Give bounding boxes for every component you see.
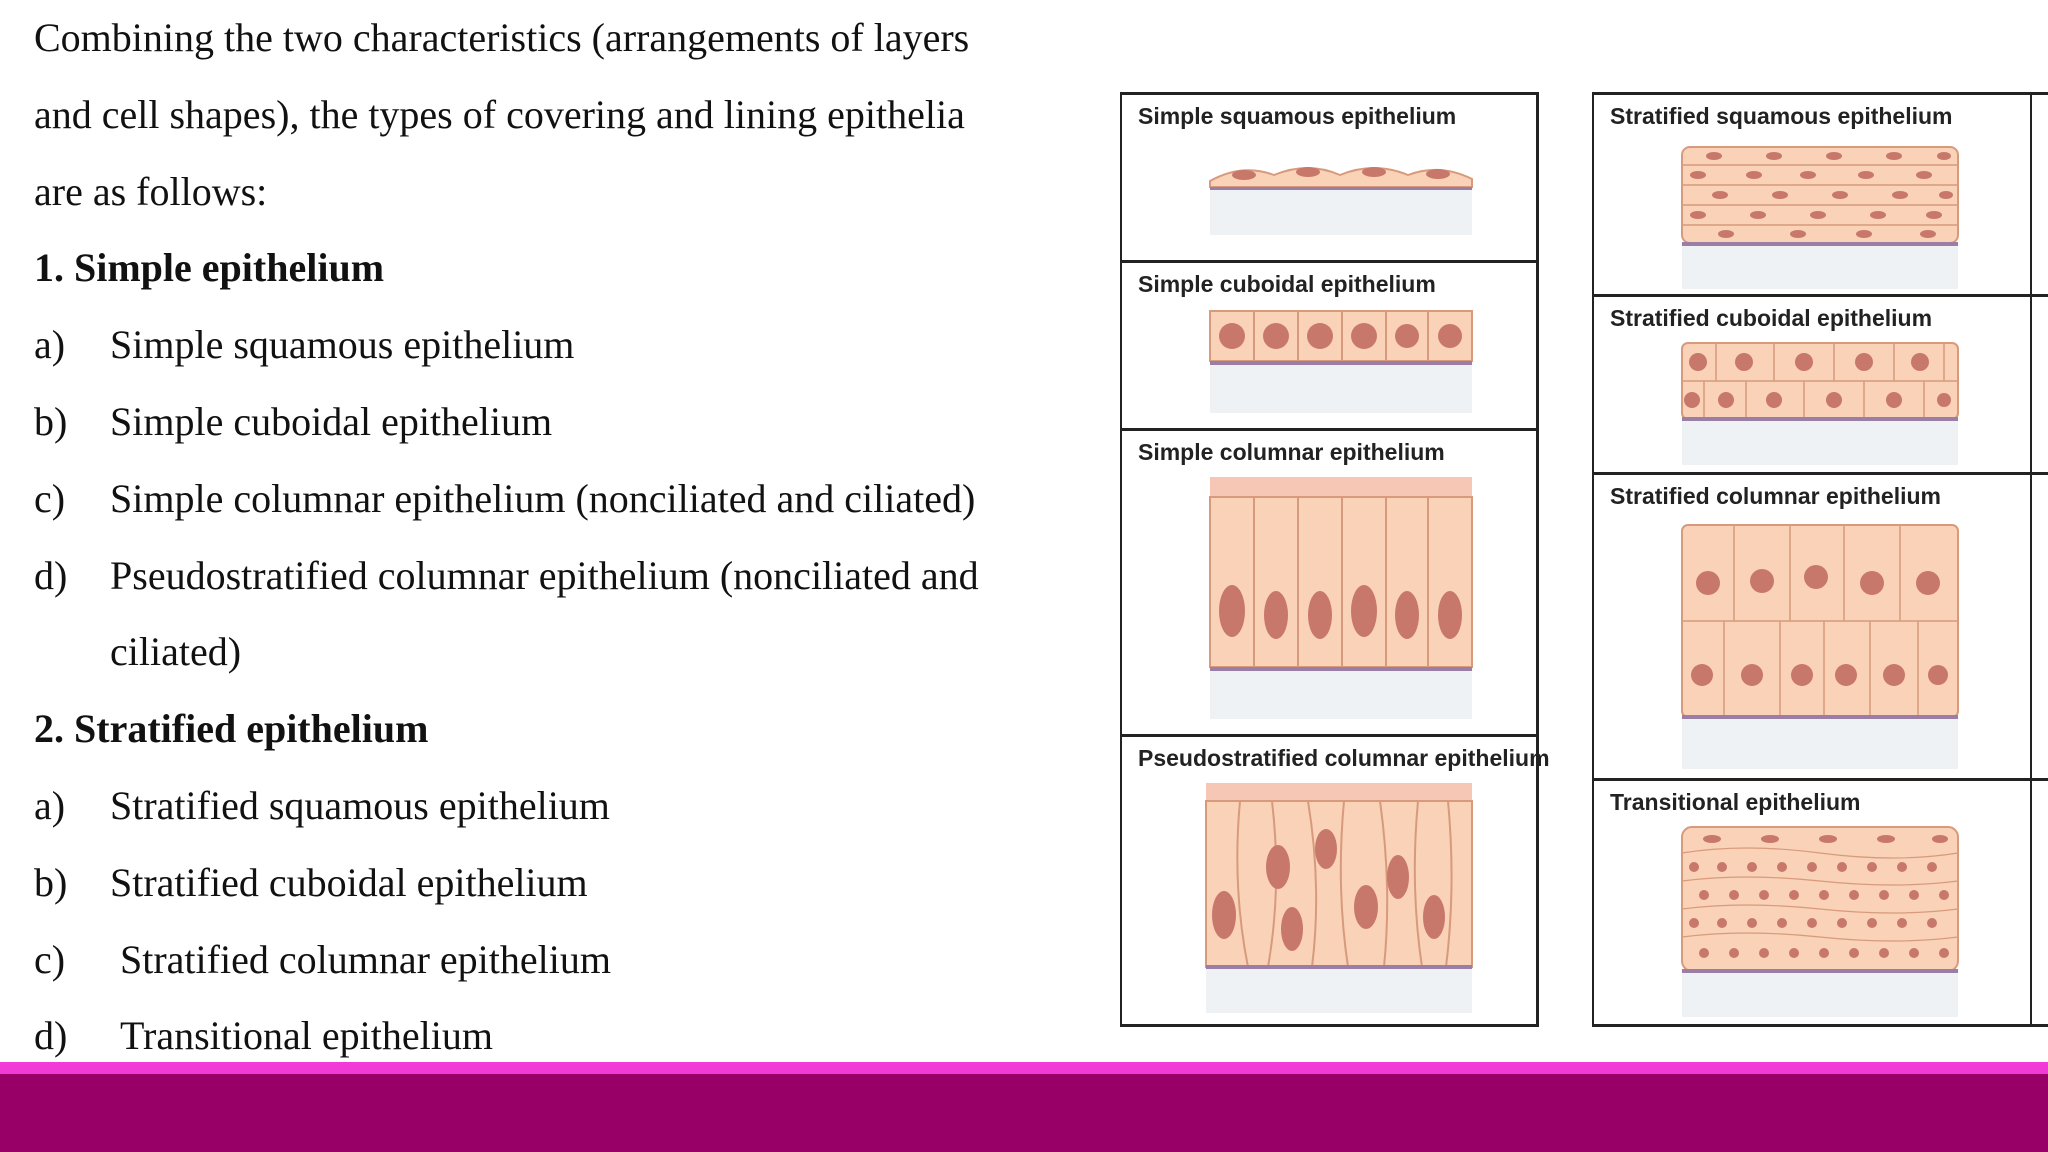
transitional-illustration: [1681, 826, 1959, 1017]
panel-title: Stratified squamous epithelium: [1610, 103, 1953, 129]
footer-stripe: [0, 1062, 2048, 1074]
item-text: Stratified columnar epithelium: [120, 937, 611, 982]
panel-stratified-columnar: Stratified columnar epithelium: [1592, 472, 2048, 779]
item-marker: d): [34, 553, 68, 598]
panel-transitional: Transitional epithelium: [1592, 778, 2048, 1025]
panel-pseudostratified-columnar: Pseudostratified columnar epithelium: [1120, 734, 1550, 1025]
item-text: Stratified squamous epithelium: [110, 783, 610, 828]
item-marker: d): [34, 1013, 68, 1058]
panel-title: Stratified cuboidal epithelium: [1610, 305, 1933, 331]
item-marker: a): [34, 783, 66, 828]
panel-stratified-squamous: Stratified squamous epithelium: [1592, 92, 2048, 295]
pseudostratified-columnar-illustration: [1205, 783, 1473, 1013]
stratified-squamous-illustration: [1681, 146, 1959, 289]
simple-squamous-illustration: [1209, 167, 1473, 235]
simple-cuboidal-illustration: [1209, 310, 1473, 413]
left-column-bottom-border: [1120, 1024, 1539, 1027]
panel-title: Stratified columnar epithelium: [1610, 483, 1941, 509]
item-marker: b): [34, 399, 68, 444]
item-marker: c): [34, 937, 66, 982]
item-marker: a): [34, 322, 66, 367]
right-column-bottom-border: [1592, 1024, 2048, 1027]
intro-line-1: Combining the two characteristics (arran…: [34, 15, 970, 60]
footer-bar: [0, 1074, 2048, 1152]
simple-columnar-illustration: [1209, 477, 1473, 719]
item-text-continuation: ciliated): [110, 629, 242, 674]
stratified-cuboidal-illustration: [1681, 342, 1959, 465]
panel-title: Simple cuboidal epithelium: [1138, 271, 1436, 297]
item-marker: b): [34, 860, 68, 905]
intro-line-2: and cell shapes), the types of covering …: [34, 92, 965, 137]
left-column-border: [1536, 92, 1539, 1026]
panel-stratified-cuboidal: Stratified cuboidal epithelium: [1592, 294, 2048, 473]
intro-line-3: are as follows:: [34, 169, 268, 214]
panel-simple-squamous: Simple squamous epithelium: [1120, 92, 1538, 261]
item-text: Stratified cuboidal epithelium: [110, 860, 588, 905]
panel-simple-columnar: Simple columnar epithelium: [1120, 428, 1538, 735]
epithelium-figure: Simple squamous epithelium Simple cuboid…: [1118, 88, 2048, 1028]
item-text: Transitional epithelium: [120, 1013, 493, 1058]
item-marker: c): [34, 476, 66, 521]
item-text: Simple columnar epithelium (nonciliated …: [110, 476, 976, 521]
stratified-columnar-illustration: [1681, 524, 1959, 769]
panel-title: Simple squamous epithelium: [1138, 103, 1457, 129]
panel-simple-cuboidal: Simple cuboidal epithelium: [1120, 260, 1538, 429]
item-text: Pseudostratified columnar epithelium (no…: [110, 553, 979, 598]
panel-title: Pseudostratified columnar epithelium: [1138, 745, 1550, 771]
panel-title: Transitional epithelium: [1610, 789, 1861, 815]
section-2-heading: 2. Stratified epithelium: [34, 706, 429, 751]
item-text: Simple squamous epithelium: [110, 322, 575, 367]
section-1-heading: 1. Simple epithelium: [34, 245, 385, 290]
right-column-border: [2030, 92, 2032, 1026]
panel-title: Simple columnar epithelium: [1138, 439, 1445, 465]
item-text: Simple cuboidal epithelium: [110, 399, 553, 444]
